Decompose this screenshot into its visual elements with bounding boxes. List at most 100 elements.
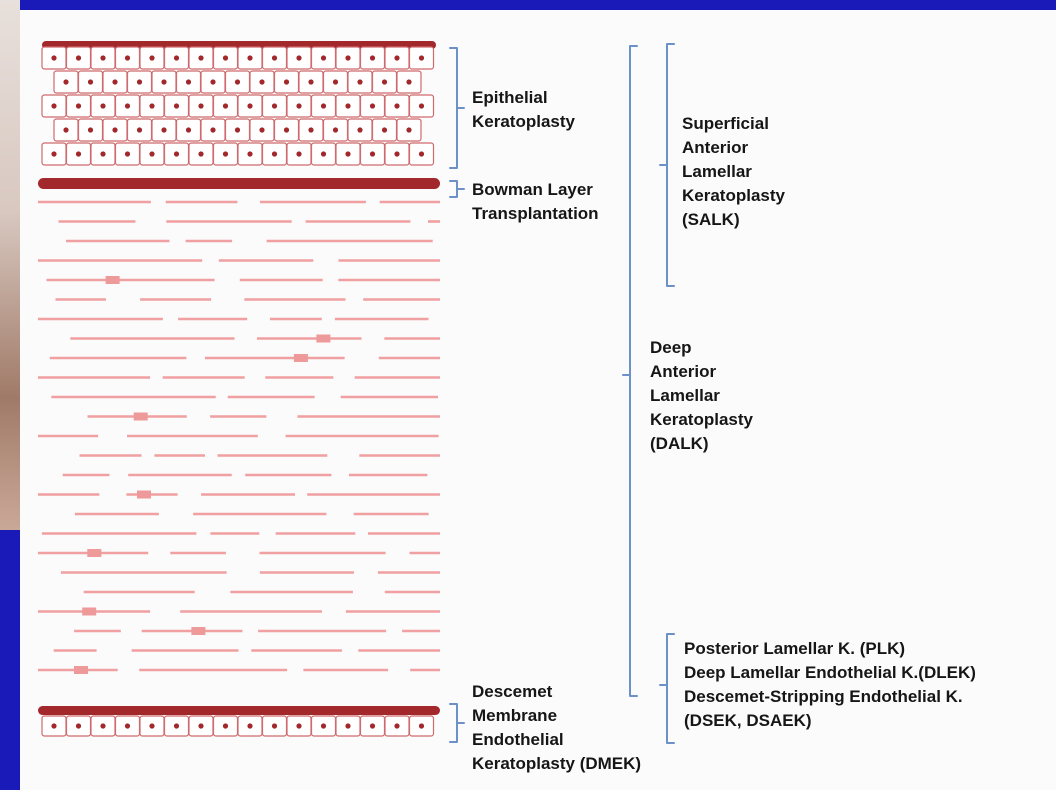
cell-nucleus: [418, 151, 425, 157]
keratocyte: [74, 666, 88, 674]
cornea-layers-diagram: [38, 41, 675, 744]
cell-nucleus: [63, 127, 69, 133]
cell-nucleus: [418, 55, 425, 61]
cell-nucleus: [198, 151, 204, 157]
cell-nucleus: [345, 103, 351, 109]
cell-nucleus: [296, 103, 302, 109]
keratocyte: [82, 607, 97, 616]
cell-nucleus: [198, 723, 204, 729]
cell-nucleus: [100, 723, 106, 729]
label-line: Transplantation: [472, 204, 599, 223]
cell-nucleus: [75, 103, 82, 109]
cell-nucleus: [296, 55, 302, 61]
label-line: Lamellar: [682, 162, 752, 181]
label-line: Deep Lamellar Endothelial K.(DLEK): [684, 663, 976, 682]
cell-nucleus: [161, 127, 167, 133]
cell-nucleus: [283, 127, 290, 133]
label-posterior-lamellar-keratoplasty: Posterior Lamellar K. (PLK) Deep Lamella…: [684, 637, 976, 733]
cell-nucleus: [173, 723, 180, 729]
keratocyte: [316, 334, 331, 343]
cell-nucleus: [234, 127, 241, 133]
cell-nucleus: [234, 79, 241, 85]
cell-nucleus: [345, 151, 351, 157]
cell-nucleus: [296, 723, 302, 729]
label-line: Descemet-Stripping Endothelial K.: [684, 687, 963, 706]
cell-nucleus: [185, 79, 192, 85]
cell-nucleus: [369, 103, 376, 109]
cell-nucleus: [100, 55, 106, 61]
label-line: Anterior: [650, 362, 717, 381]
cell-nucleus: [51, 55, 57, 61]
cell-nucleus: [418, 103, 425, 109]
cell-nucleus: [247, 151, 253, 157]
diagram-panel: Epithelial Keratoplasty Bowman Layer Tra…: [20, 10, 1056, 790]
keratocyte: [293, 354, 308, 362]
cell-nucleus: [394, 103, 400, 109]
stroma-fibers-icon: [38, 200, 440, 674]
label-line: Keratoplasty: [682, 186, 785, 205]
cell-nucleus: [222, 723, 229, 729]
cell-nucleus: [345, 723, 351, 729]
cell-nucleus: [87, 127, 94, 133]
cell-nucleus: [271, 55, 278, 61]
cell-nucleus: [210, 127, 216, 133]
cell-nucleus: [332, 127, 339, 133]
label-line: Membrane: [472, 706, 558, 725]
label-epithelial-keratoplasty: Epithelial Keratoplasty: [472, 86, 575, 134]
label-line: Bowman Layer: [472, 180, 593, 199]
cell-nucleus: [406, 79, 412, 85]
cell-nucleus: [63, 79, 69, 85]
cell-nucleus: [124, 151, 131, 157]
label-line: Lamellar: [650, 386, 720, 405]
cell-nucleus: [136, 127, 143, 133]
label-line: Epithelial: [472, 88, 548, 107]
cell-nucleus: [381, 79, 388, 85]
cell-nucleus: [296, 151, 302, 157]
cell-nucleus: [185, 127, 192, 133]
bracket-salk: [659, 43, 675, 287]
cell-nucleus: [418, 723, 425, 729]
keratocyte: [133, 412, 148, 421]
label-line: Superficial: [682, 114, 769, 133]
keratocyte: [137, 490, 151, 499]
cell-nucleus: [247, 103, 253, 109]
cell-nucleus: [283, 79, 290, 85]
cell-nucleus: [394, 151, 400, 157]
label-line: Keratoplasty: [650, 410, 753, 429]
bracket-dalk: [622, 45, 638, 697]
cell-nucleus: [308, 127, 314, 133]
cell-nucleus: [149, 103, 155, 109]
cell-nucleus: [247, 55, 253, 61]
cell-nucleus: [149, 151, 155, 157]
cell-nucleus: [394, 55, 400, 61]
background-photo-strip: [0, 0, 20, 530]
cell-nucleus: [381, 127, 388, 133]
cell-nucleus: [51, 103, 57, 109]
cell-nucleus: [259, 127, 265, 133]
cell-nucleus: [222, 55, 229, 61]
cell-nucleus: [173, 55, 180, 61]
cell-nucleus: [75, 55, 82, 61]
bracket-dmek: [449, 703, 465, 743]
cell-nucleus: [369, 55, 376, 61]
epithelial-cell-layer-icon: [41, 41, 436, 166]
cell-nucleus: [222, 151, 229, 157]
cell-nucleus: [332, 79, 339, 85]
label-line: Keratoplasty (DMEK): [472, 754, 642, 773]
label-line: Anterior: [682, 138, 749, 157]
cell-nucleus: [51, 723, 57, 729]
cell-nucleus: [124, 55, 131, 61]
cell-nucleus: [100, 103, 106, 109]
cell-nucleus: [345, 55, 351, 61]
cell-nucleus: [222, 103, 229, 109]
cell-nucleus: [271, 103, 278, 109]
cell-nucleus: [320, 151, 327, 157]
cell-nucleus: [308, 79, 314, 85]
bracket-epithelial: [449, 47, 465, 169]
cell-nucleus: [369, 723, 376, 729]
cell-nucleus: [320, 103, 327, 109]
cell-nucleus: [259, 79, 265, 85]
cell-nucleus: [271, 723, 278, 729]
cell-nucleus: [124, 103, 131, 109]
cell-nucleus: [136, 79, 143, 85]
